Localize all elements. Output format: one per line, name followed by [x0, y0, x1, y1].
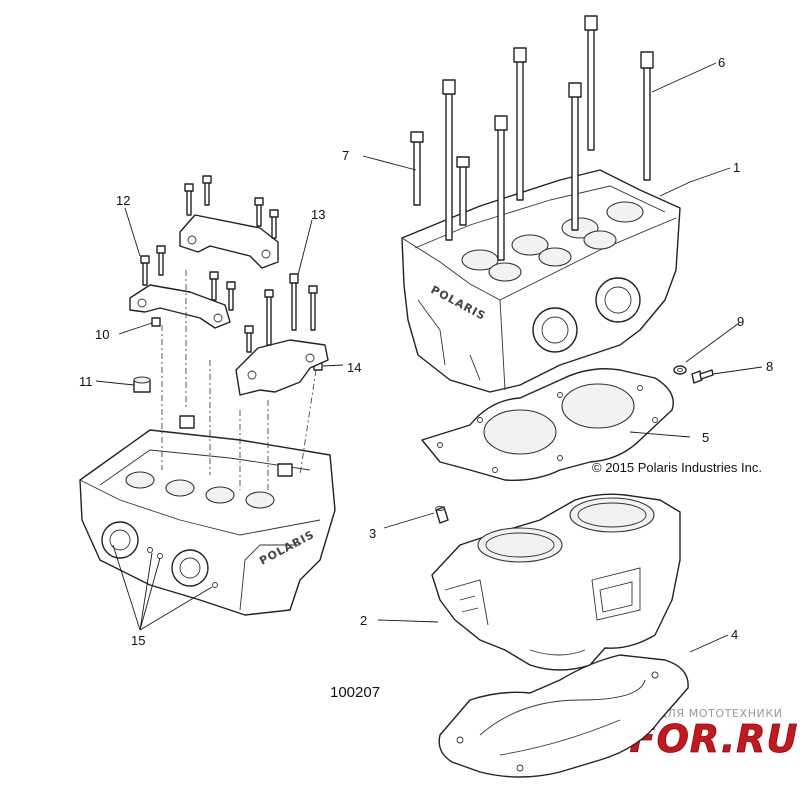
callout-7: 7 — [342, 148, 349, 163]
diagram-number: 100207 — [330, 684, 380, 701]
loose-bushings — [179, 415, 293, 477]
part-12-cam-cap-bolts — [140, 175, 318, 353]
callout-6: 6 — [718, 55, 725, 70]
part-9-washer — [673, 365, 687, 375]
callout-4: 4 — [731, 627, 738, 642]
callout-9: 9 — [737, 314, 744, 329]
part-5-head-gasket — [421, 368, 674, 481]
callout-1: 1 — [733, 160, 740, 175]
part-3-dowel-pin — [435, 506, 449, 524]
callout-11: 11 — [79, 374, 93, 389]
callout-15: 15 — [131, 633, 145, 648]
cam-cap-lower — [235, 339, 329, 396]
callout-3: 3 — [369, 526, 376, 541]
callouts: 1 2 3 4 5 6 7 8 9 10 11 12 13 14 15 — [79, 55, 773, 648]
alignment-lines — [161, 270, 317, 490]
part-6-long-head-bolts — [442, 15, 654, 261]
leader-lines — [95, 62, 763, 653]
cam-cap-upper — [179, 214, 279, 269]
callout-10: 10 — [95, 327, 109, 342]
part-13-long-cam-bolt — [289, 273, 299, 331]
part-8-bolt — [691, 369, 714, 384]
cam-cap-middle — [129, 284, 231, 329]
part-4-cylinder-base-gasket — [438, 654, 689, 778]
part-2-cylinder-block — [431, 493, 681, 671]
callout-5: 5 — [702, 430, 709, 445]
callout-14: 14 — [347, 360, 361, 375]
part-7-short-head-bolts — [410, 131, 470, 226]
callout-8: 8 — [766, 359, 773, 374]
part-11-bushing — [133, 376, 151, 393]
part-10-dowel — [151, 317, 161, 327]
part-1-cylinder-head: POLARIS — [401, 169, 681, 393]
callout-12: 12 — [116, 193, 130, 208]
callout-2: 2 — [360, 613, 367, 628]
callout-13: 13 — [311, 207, 325, 222]
head-assembly-top-view: POLARIS — [79, 429, 336, 616]
copyright-notice: © 2015 Polaris Industries Inc. — [592, 460, 762, 475]
